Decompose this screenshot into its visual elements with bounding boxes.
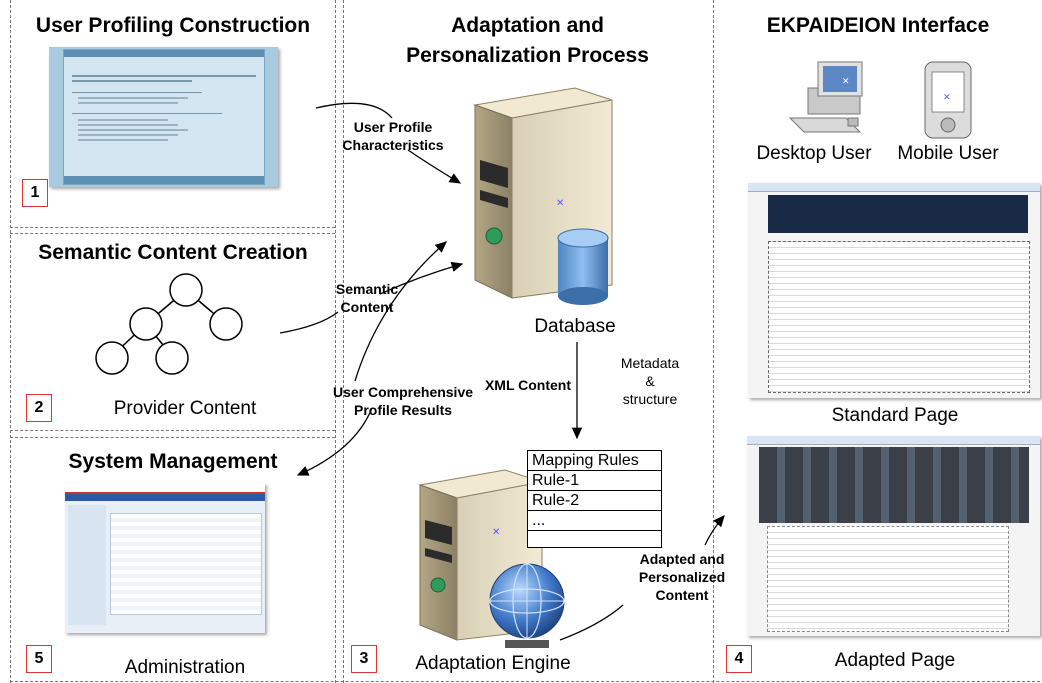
mapping-rule-empty	[528, 531, 661, 547]
mapping-rule-2: Rule-2	[528, 491, 661, 511]
admin-menubar	[65, 494, 265, 501]
admin-topbar	[65, 483, 265, 494]
caption-database: Database	[534, 316, 616, 337]
divider-row-2	[10, 430, 335, 431]
profiling-form-panel	[63, 49, 265, 185]
desktop-computer-icon	[788, 61, 863, 133]
caption-adaptation-engine: Adaptation Engine	[415, 653, 571, 674]
standard-page-screenshot	[748, 183, 1040, 398]
arrow-profile-to-db	[407, 149, 462, 184]
standard-page-banner	[768, 195, 1028, 233]
tree-icon	[95, 273, 243, 375]
adapted-page-screenshot	[747, 436, 1040, 636]
database-cylinder-icon	[557, 228, 609, 305]
divider-center-left	[335, 0, 336, 683]
svg-text:✕: ✕	[842, 77, 850, 87]
adapted-page-menu	[759, 447, 1029, 523]
label-adapted-content: Adapted and Personalized Content	[638, 551, 726, 603]
divider-center-left-2	[343, 0, 344, 683]
profiling-form-header	[64, 50, 264, 57]
number-box-3: 3	[351, 645, 377, 673]
adaptation-title-line1: Adaptation and	[451, 14, 604, 37]
profiling-title: User Profiling Construction	[35, 14, 311, 37]
mapping-rule-1: Rule-1	[528, 471, 661, 491]
divider-bottom	[10, 681, 1040, 682]
divider-left	[10, 0, 11, 683]
management-title: System Management	[68, 450, 278, 473]
divider-row-1	[10, 227, 335, 228]
caption-provider-content: Provider Content	[113, 398, 257, 419]
mapping-rules-table: Mapping Rules Rule-1 Rule-2 ...	[527, 450, 662, 548]
mobile-device-icon	[924, 61, 972, 139]
label-metadata: Metadata & structure	[620, 355, 680, 407]
administration-screenshot	[65, 483, 265, 633]
number-box-4: 4	[726, 645, 752, 673]
server-icon	[473, 87, 613, 299]
mapping-rules-header: Mapping Rules	[528, 451, 661, 471]
interface-title: EKPAIDEION Interface	[766, 14, 990, 37]
standard-browser-bar	[748, 183, 1040, 192]
caption-standard-page: Standard Page	[831, 405, 959, 426]
caption-desktop-user: Desktop User	[756, 143, 872, 164]
adapted-page-content	[767, 526, 1009, 632]
semantic-title: Semantic Content Creation	[38, 241, 308, 264]
globe-icon	[489, 563, 565, 648]
divider-center-right	[713, 0, 714, 683]
number-box-5: 5	[26, 645, 52, 673]
divider-row-2b	[10, 437, 335, 438]
adapted-browser-bar	[747, 436, 1040, 445]
label-user-profile: User Profile Characteristics	[342, 119, 444, 153]
adaptation-title-line2: Personalization Process	[406, 44, 649, 67]
svg-text:✕: ✕	[556, 198, 564, 209]
caption-adapted-page: Adapted Page	[834, 650, 956, 671]
label-comprehensive-results: User Comprehensive Profile Results	[332, 384, 474, 418]
number-box-2: 2	[26, 394, 52, 422]
engine-server-icon	[418, 469, 543, 641]
number-box-1: 1	[22, 179, 48, 207]
profiling-screenshot	[49, 47, 278, 187]
divider-row-1b	[10, 233, 335, 234]
svg-text:✕: ✕	[492, 527, 500, 538]
mapping-rule-more: ...	[528, 511, 661, 531]
caption-administration: Administration	[124, 657, 246, 678]
admin-table	[110, 513, 262, 615]
label-semantic-content: Semantic Content	[335, 281, 399, 315]
svg-text:✕: ✕	[943, 93, 951, 103]
arrow-profile-in	[315, 102, 393, 119]
admin-sidebar	[68, 505, 106, 625]
caption-mobile-user: Mobile User	[897, 143, 999, 164]
arrow-engine-out	[559, 604, 624, 641]
standard-page-content	[768, 241, 1030, 393]
label-xml-content: XML Content	[484, 377, 572, 393]
arrow-to-adapted-page	[704, 515, 725, 546]
